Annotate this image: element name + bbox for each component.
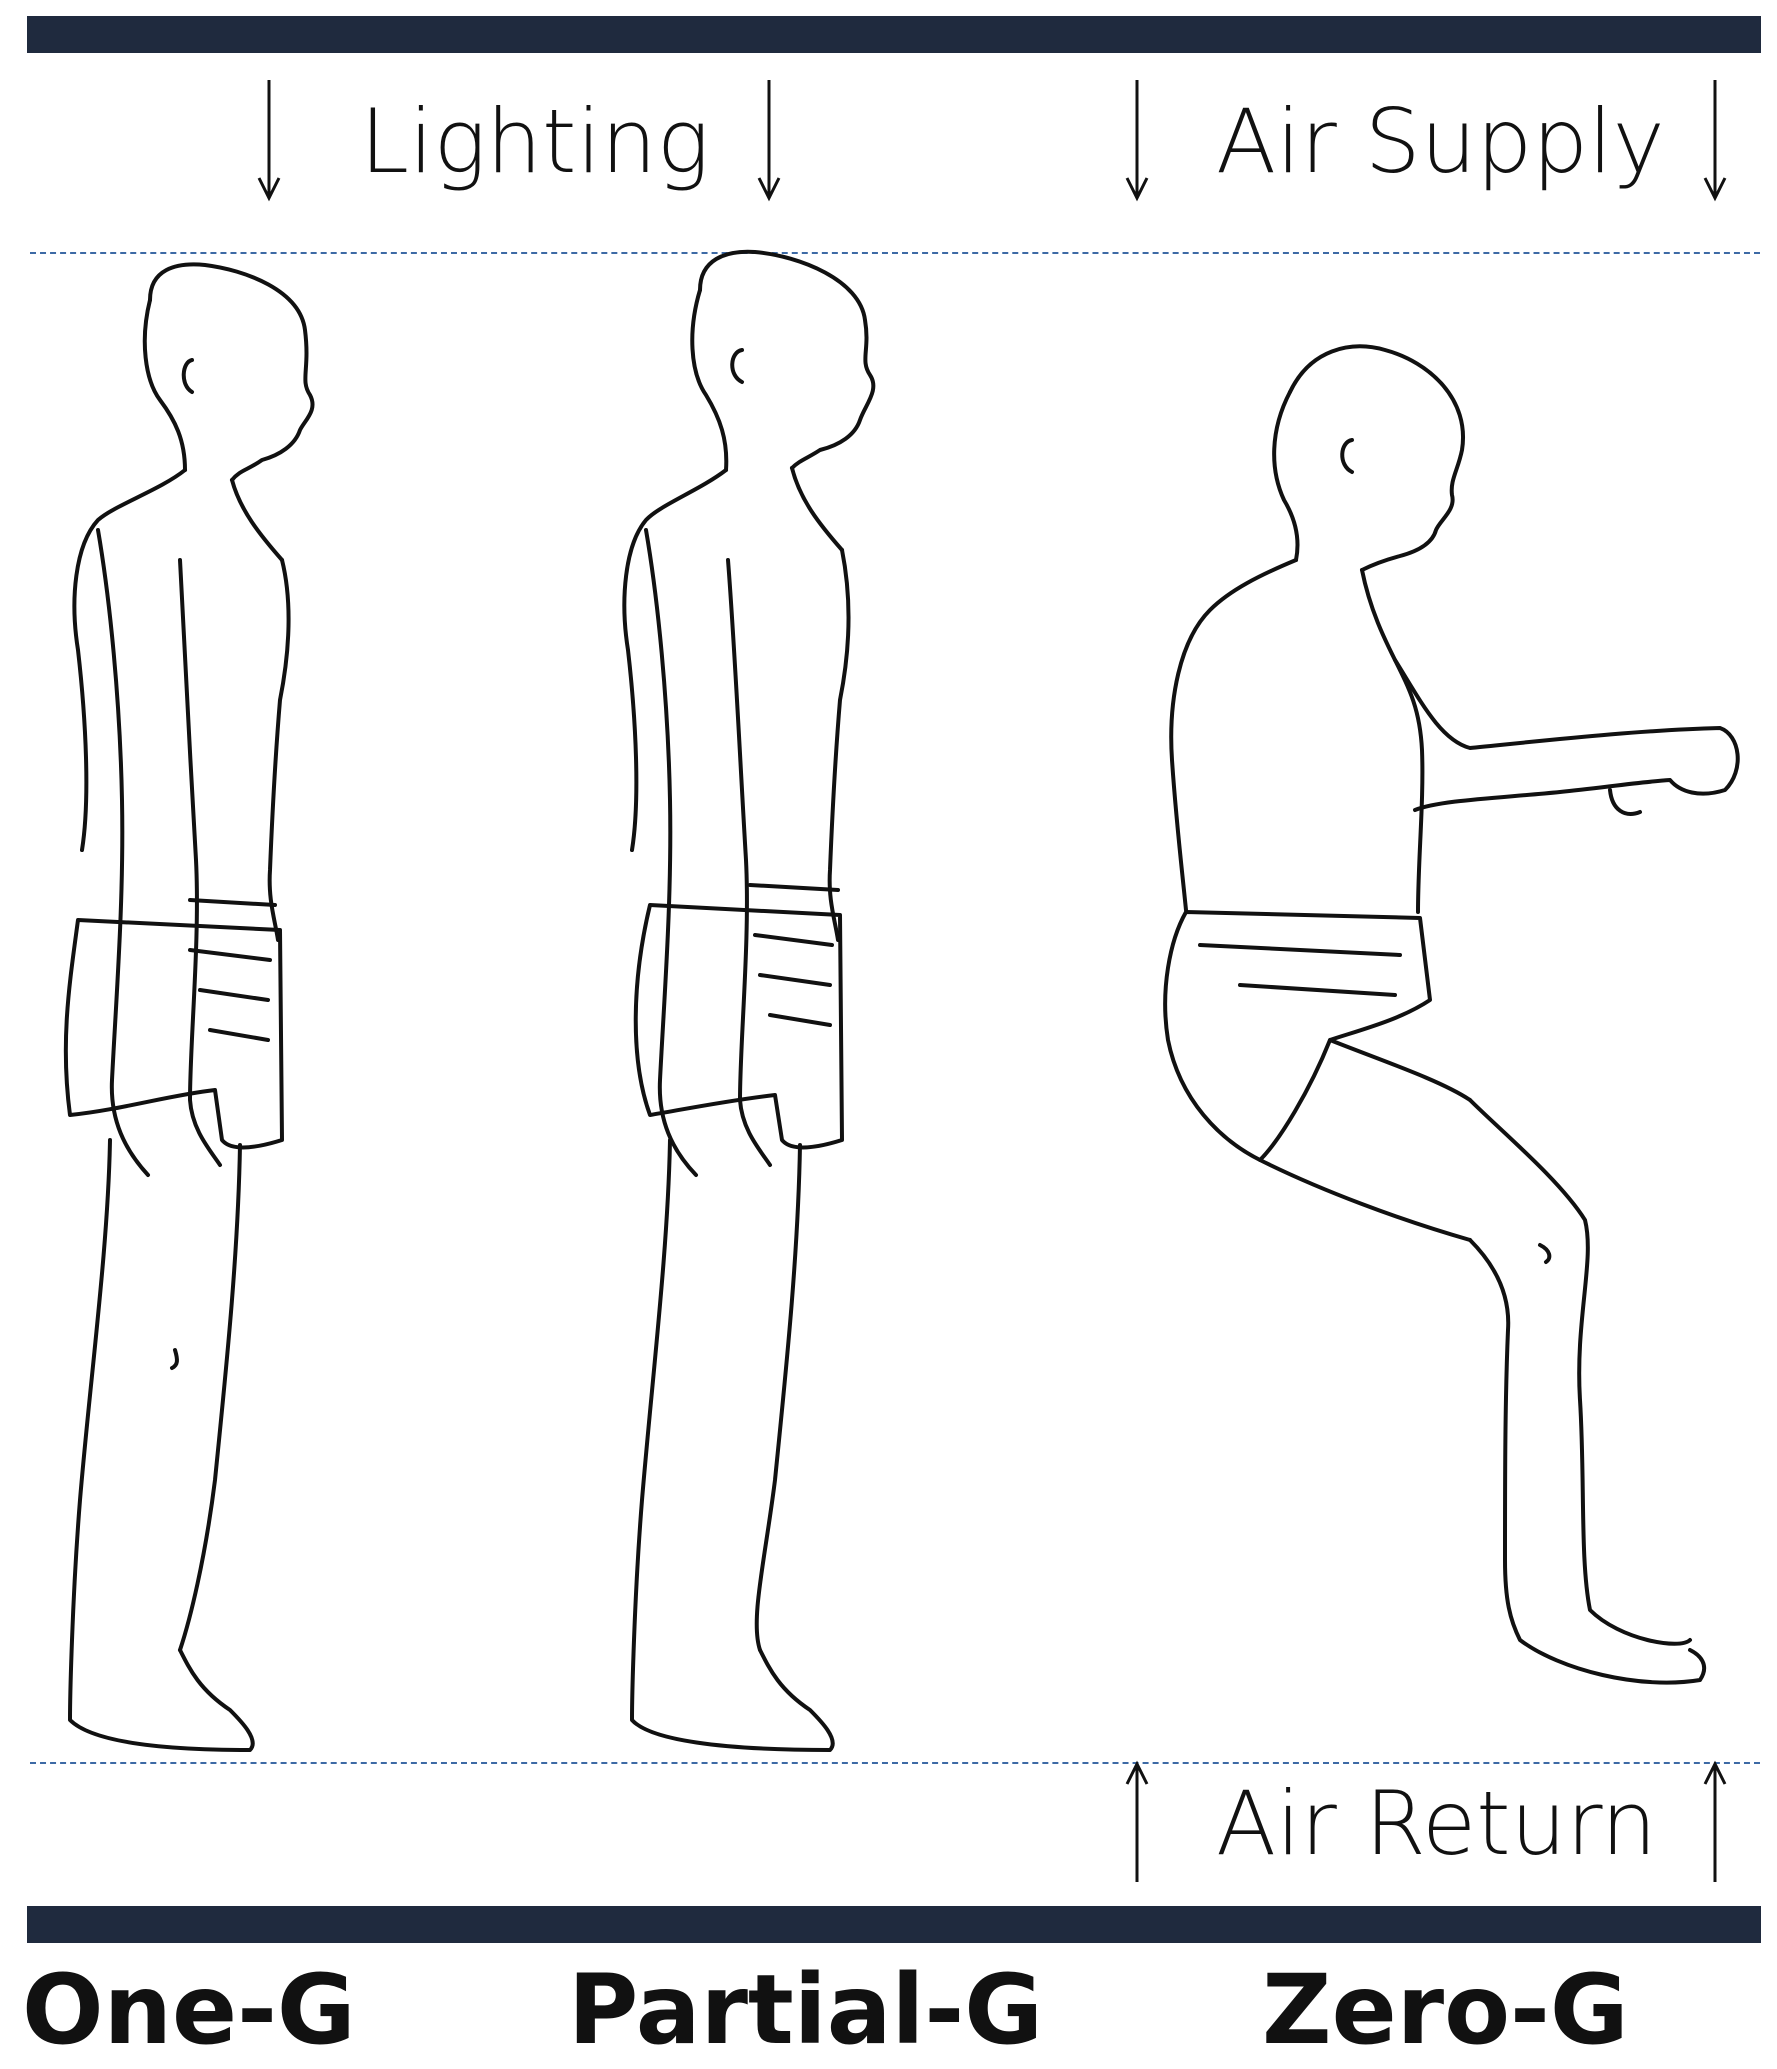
one-g-figure	[66, 264, 313, 1750]
zero-g-caption: Zero-G	[1262, 1962, 1629, 2058]
partial-g-figure	[624, 252, 873, 1750]
one-g-caption: One-G	[22, 1962, 356, 2058]
zero-g-figure	[1165, 346, 1738, 1682]
partial-g-caption: Partial-G	[568, 1962, 1043, 2058]
